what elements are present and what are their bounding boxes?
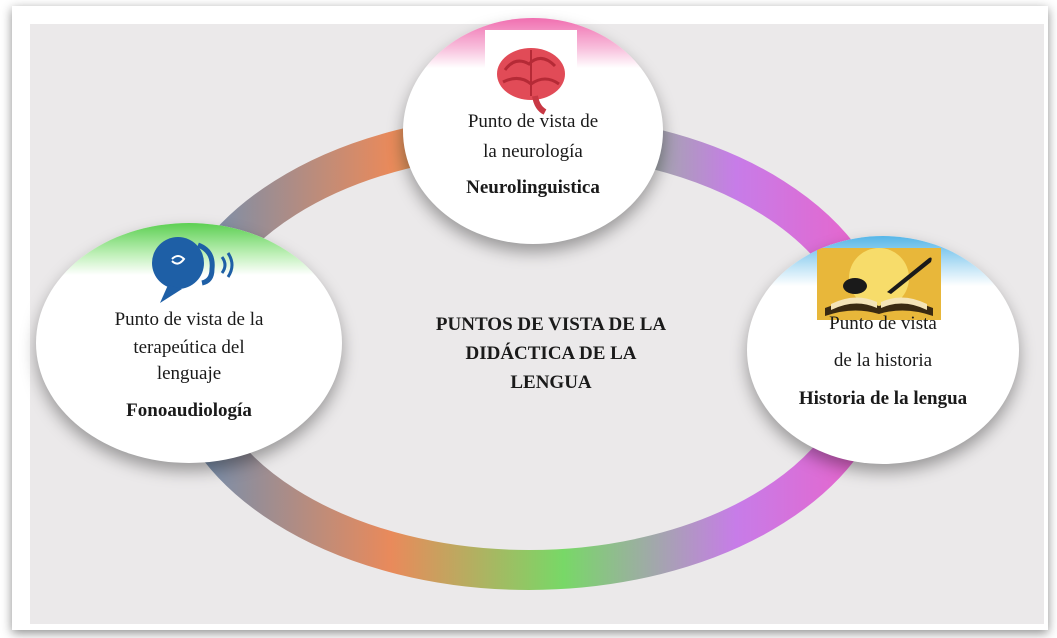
book-quill-icon	[817, 248, 941, 320]
node-fonoaudiologia-line2: terapeútica del	[133, 337, 245, 358]
node-historia-line1: Punto de vista	[829, 313, 937, 334]
node-historia-title: Historia de la lengua	[798, 388, 968, 409]
node-fonoaudiologia-title: Fonoaudiología	[126, 400, 252, 421]
node-neurologia-title: Neurolinguistica	[466, 177, 600, 198]
diagram-title-line2: DIDÁCTICA DE LA	[465, 343, 637, 364]
diagram-title: PUNTOS DE VISTA DE LA DIDÁCTICA DE LA LE…	[386, 310, 716, 397]
diagram-title-line3: LENGUA	[510, 372, 592, 393]
node-neurologia: Punto de vista de la neurología Neurolin…	[403, 18, 663, 244]
node-historia: Punto de vista de la historia Historia d…	[747, 236, 1019, 464]
node-neurologia-line1: Punto de vista de	[467, 111, 599, 132]
speaking-head-icon	[142, 229, 240, 305]
node-neurologia-line2: la neurología	[483, 141, 583, 162]
brain-icon	[485, 30, 577, 120]
node-fonoaudiologia-line3: lenguaje	[156, 363, 222, 384]
diagram-title-line1: PUNTOS DE VISTA DE LA	[435, 314, 667, 335]
node-fonoaudiologia-line1: Punto de vista de la	[114, 309, 264, 330]
node-fonoaudiologia: Punto de vista de la terapeútica del len…	[36, 223, 342, 463]
node-historia-line2: de la historia	[833, 350, 933, 371]
